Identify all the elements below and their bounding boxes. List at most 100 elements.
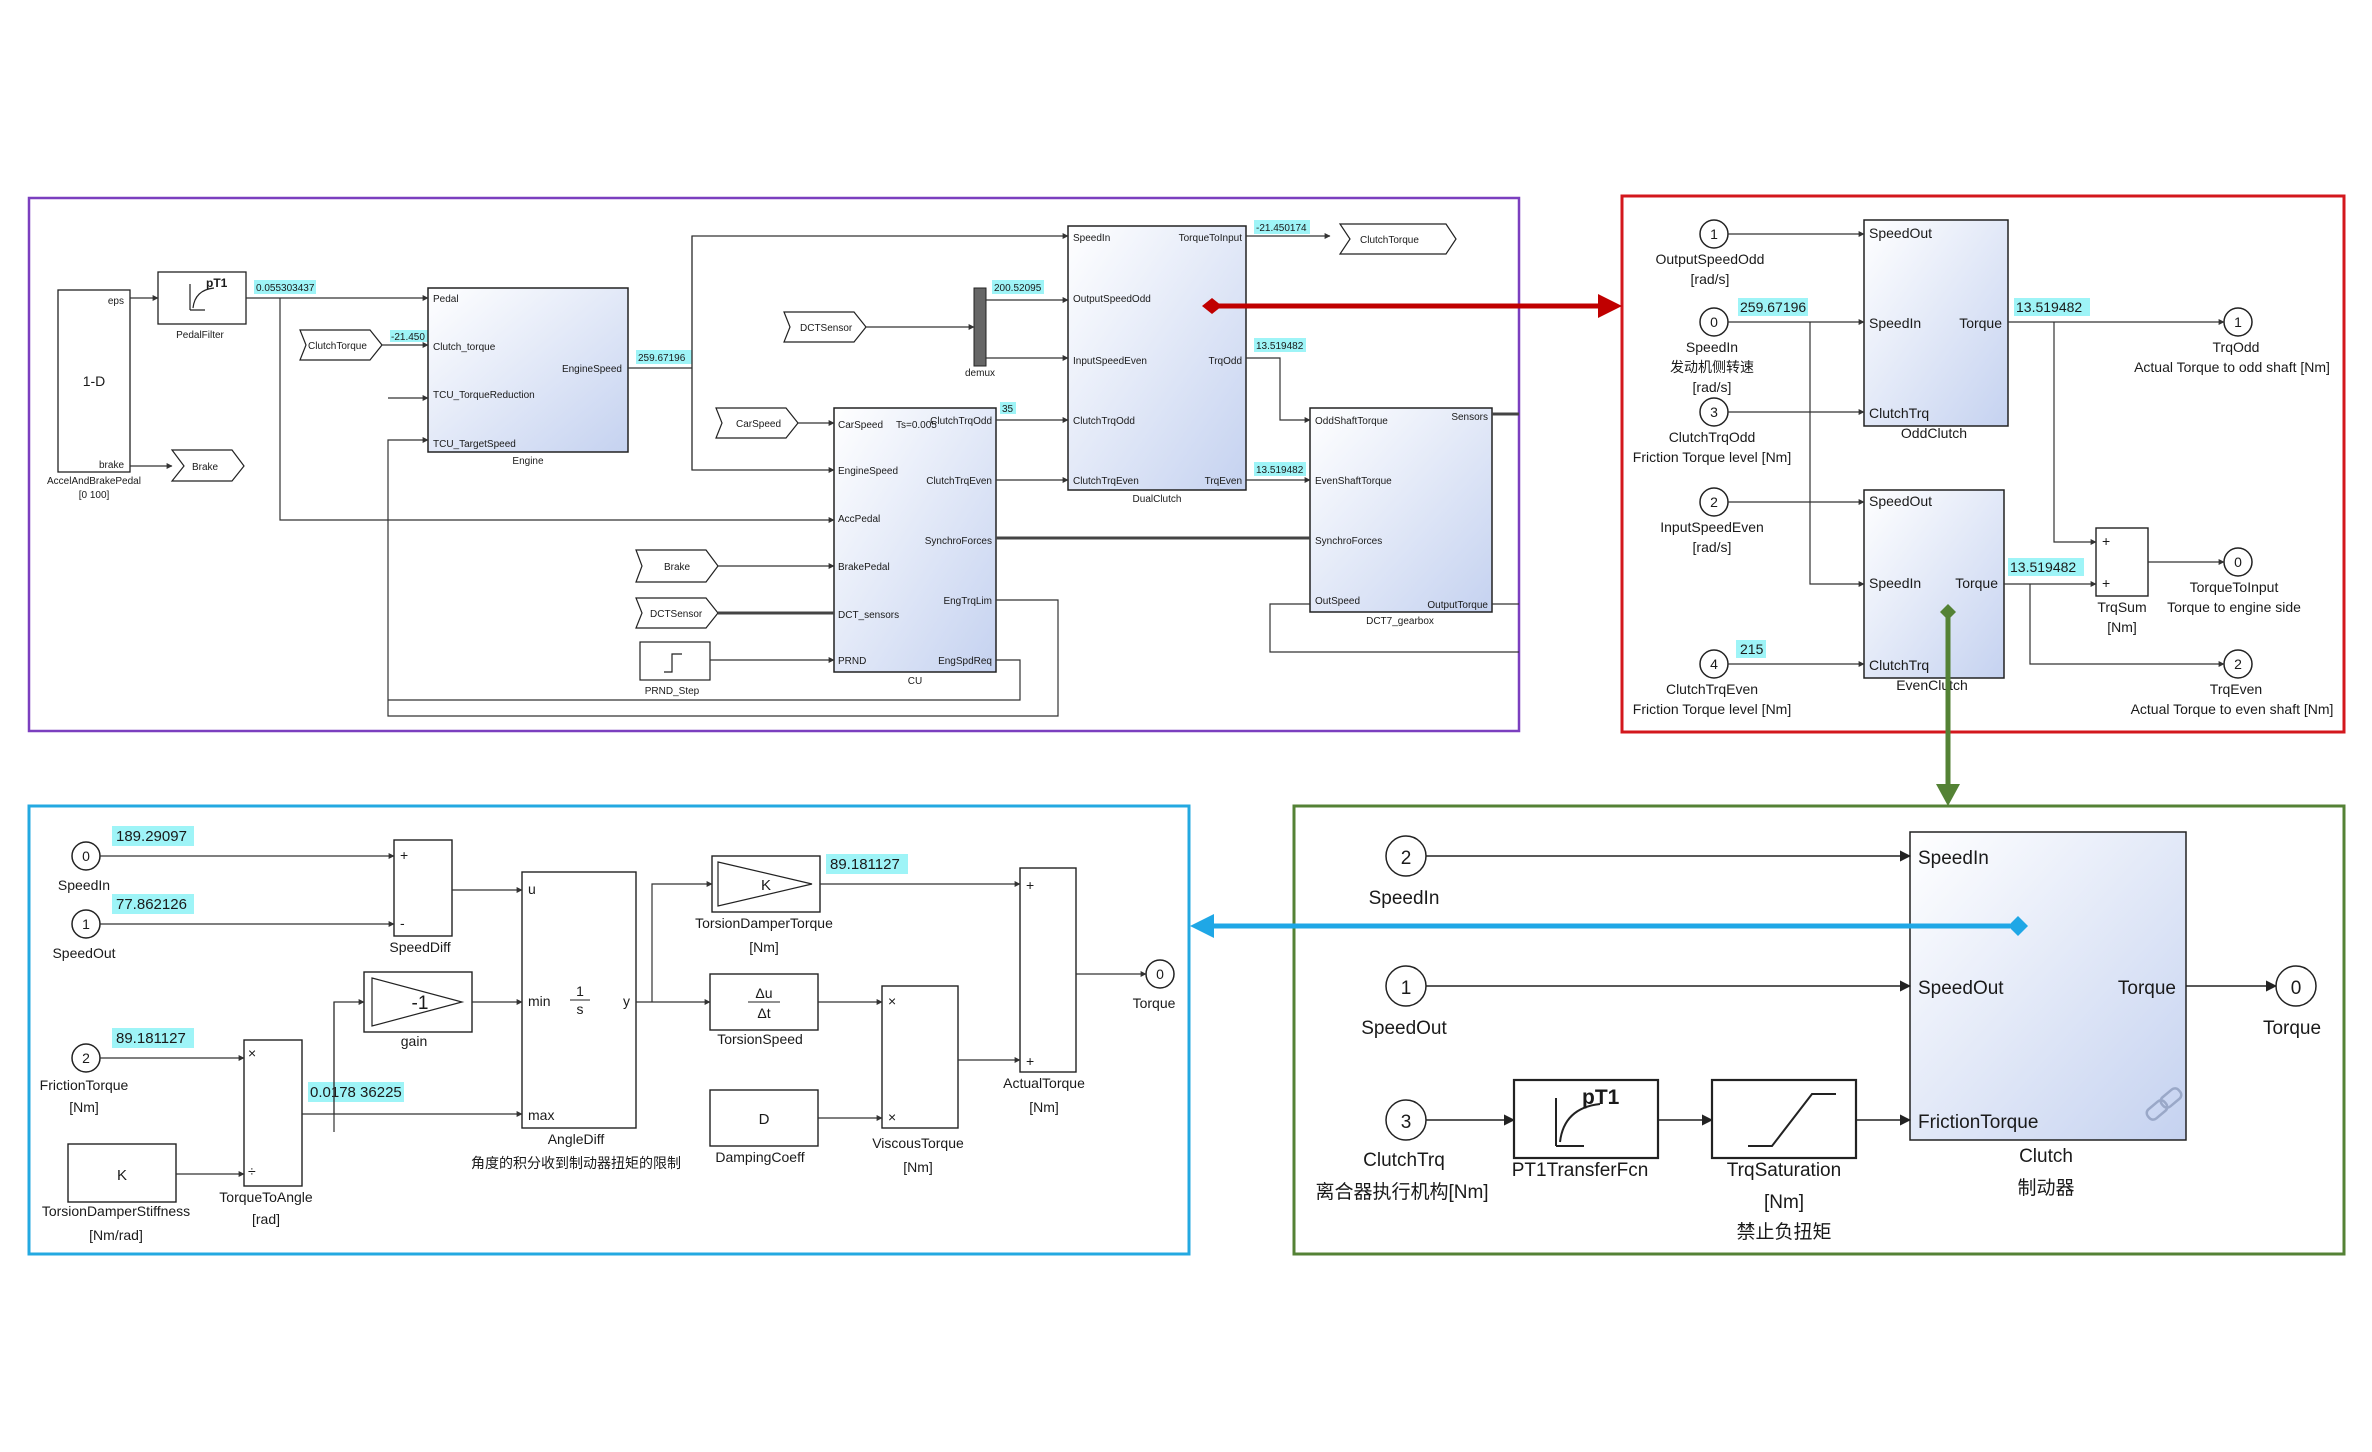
tcu-port-engine-speed: EngineSpeed	[838, 466, 898, 477]
speed-diff-block[interactable]: + - SpeedDiff	[389, 839, 453, 955]
top-speed-in-num: 2	[1401, 848, 1412, 869]
outspeed-odd-num: 1	[1710, 226, 1718, 242]
demux-block[interactable]	[973, 287, 987, 367]
integrator-den: s	[577, 1001, 584, 1017]
speed-in-num: 0	[1710, 314, 1718, 330]
saturation-unit: [Nm]	[1764, 1192, 1804, 1213]
pedal-filter-icon-text: pT1	[206, 276, 228, 290]
trq-even-label: TrqEven	[2210, 681, 2262, 697]
tcu-port-car-speed: CarSpeed	[838, 420, 883, 431]
inner-speed-in-display	[112, 826, 194, 846]
gearbox-port-out-speed: OutSpeed	[1315, 596, 1360, 607]
tcu-port-synchro-forces: SynchroForces	[925, 536, 992, 547]
tcu-port-clutch-trq-even: ClutchTrqEven	[926, 476, 992, 487]
clutch-torque-value: -21.450	[391, 332, 425, 343]
dct-sensor-from-tag[interactable]	[783, 311, 867, 343]
trq-sum-block[interactable]: + + TrqSum [Nm]	[2095, 527, 2149, 635]
gearbox-port-synchro-forces: SynchroForces	[1315, 536, 1382, 547]
trq-sum-name: TrqSum	[2097, 599, 2146, 615]
trq-sum-unit: [Nm]	[2107, 619, 2137, 635]
torsion-speed-block[interactable]: Δu Δt TorsionSpeed	[709, 973, 819, 1047]
clutch-torque-goto-tag[interactable]	[1338, 223, 1457, 255]
trq-odd-value: 13.519482	[1256, 341, 1304, 352]
friction-num: 2	[82, 1050, 90, 1066]
car-speed-from-tag[interactable]	[715, 407, 799, 439]
engine-model-panel: 1-D eps brake AccelAndBrakePedal [0 100]…	[27, 196, 1521, 733]
odd-clutch-block[interactable]: SpeedOut SpeedIn ClutchTrq Torque OddClu…	[1863, 219, 2009, 441]
demux-name: demux	[965, 368, 995, 379]
angle-diff-desc: 角度的积分收到制动器扭矩的限制	[471, 1155, 681, 1171]
clutch-trq-even-num: 4	[1710, 656, 1718, 672]
clutch-torque-from-tag[interactable]	[299, 329, 383, 361]
actual-torque-block[interactable]: + + ActualTorque [Nm]	[1003, 867, 1085, 1115]
torque-to-input-desc: Torque to engine side	[2167, 599, 2301, 615]
gain-block[interactable]: -1 gain	[363, 971, 473, 1049]
clutch-top-panel: 2 SpeedIn 1 SpeedOut 3 ClutchTrq 离合器执行机构…	[1292, 804, 2346, 1256]
gain-value: -1	[412, 993, 429, 1014]
damper-display	[826, 854, 908, 874]
inner-speed-out-value: 77.862126	[116, 896, 187, 913]
inner-out-label: Torque	[1133, 995, 1176, 1011]
pedal-lookup-name: AccelAndBrakePedal	[47, 476, 141, 487]
damping-coeff-block[interactable]: D DampingCoeff	[709, 1089, 819, 1165]
torque-to-angle-display	[308, 1082, 404, 1102]
pedal-eps-port: eps	[108, 296, 124, 307]
clutch-panel-frame	[1292, 804, 2346, 1256]
dct-sensor-from2-tag[interactable]	[635, 597, 719, 629]
blue-connector-diamond	[2008, 916, 2028, 936]
top-clutch-trq-label: ClutchTrq	[1363, 1150, 1445, 1171]
pt1-transfer-block[interactable]: pT1 PT1TransferFcn	[1512, 1078, 1660, 1181]
gearbox-port-odd-shaft: OddShaftTorque	[1315, 416, 1388, 427]
friction-display	[112, 1028, 194, 1048]
damper-gain-block[interactable]: K TorsionDamperTorque [Nm]	[695, 855, 833, 955]
pedal-lookup-block[interactable]: 1-D eps brake AccelAndBrakePedal [0 100]	[47, 289, 141, 501]
dual-clutch-block[interactable]: SpeedIn OutputSpeedOdd InputSpeedEven Cl…	[1067, 225, 1247, 505]
stiffness-const-name: TorsionDamperStiffness	[42, 1203, 190, 1219]
stiffness-const-unit: [Nm/rad]	[89, 1227, 143, 1243]
viscous-torque-block[interactable]: × × ViscousTorque [Nm]	[872, 985, 964, 1175]
actual-plus1: +	[1026, 877, 1034, 893]
even-clutch-block[interactable]: SpeedOut SpeedIn ClutchTrq Torque EvenCl…	[1863, 489, 2005, 693]
torque-to-angle-times: ×	[248, 1045, 256, 1061]
dual-panel-frame	[1620, 194, 2346, 734]
tcu-port-acc-pedal: AccPedal	[838, 514, 880, 525]
odd-port-torque: Torque	[1959, 315, 2002, 331]
engine-speed-value: 259.67196	[638, 353, 686, 364]
brake-goto-tag[interactable]	[170, 449, 245, 482]
angle-diff-integrator[interactable]: u min max y 1 s AngleDiff 角度的积分收到制动器扭矩的限…	[471, 871, 681, 1171]
inner-speed-in-label: SpeedIn	[58, 877, 110, 893]
torsion-speed-name: TorsionSpeed	[717, 1031, 803, 1047]
viscous-times1: ×	[888, 993, 896, 1009]
stiffness-const-block[interactable]: K TorsionDamperStiffness [Nm/rad]	[42, 1143, 190, 1243]
gearbox-block[interactable]: OddShaftTorque EvenShaftTorque SynchroFo…	[1309, 407, 1493, 627]
pt1-icon	[189, 284, 215, 311]
odd-clutch-name: OddClutch	[1901, 425, 1967, 441]
clutch-subsystem-block[interactable]: SpeedIn SpeedOut FrictionTorque Torque C…	[1909, 831, 2187, 1199]
brake-from-tag[interactable]	[635, 549, 719, 583]
pedal-filter-block[interactable]: pT1 PedalFilter	[157, 271, 247, 341]
engine-port-engine-speed: EngineSpeed	[562, 364, 622, 375]
trq-odd-num: 1	[2234, 314, 2242, 330]
clutch-trq-odd-num: 3	[1710, 404, 1718, 420]
trq-saturation-block[interactable]: TrqSaturation [Nm] 禁止负扭矩	[1710, 1078, 1858, 1243]
dual-clutch-panel: 1 OutputSpeedOdd [rad/s] 0 259.67196 Spe…	[1620, 194, 2346, 734]
tcu-block[interactable]: CarSpeed EngineSpeed AccPedal BrakePedal…	[833, 407, 997, 687]
engine-port-target-speed: TCU_TargetSpeed	[433, 439, 516, 450]
torque-to-angle-block[interactable]: × ÷ TorqueToAngle [rad]	[219, 1039, 313, 1227]
deriv-num: Δu	[755, 985, 772, 1001]
top-out-label: Torque	[2263, 1018, 2321, 1039]
odd-torque-value: 13.519482	[2016, 299, 2082, 315]
prnd-step-block[interactable]: PRND_Step	[639, 641, 711, 697]
tcu-display	[1000, 402, 1016, 414]
trq-sum-plus1: +	[2102, 533, 2110, 549]
pedal-filter-display	[254, 280, 316, 294]
damper-gain-value: K	[761, 877, 771, 894]
torque-to-input-num: 0	[2234, 554, 2242, 570]
dual-port-clutch-trq-odd: ClutchTrqOdd	[1073, 416, 1135, 427]
dual-panel-wires	[1728, 231, 2225, 667]
clutch-port-torque: Torque	[2118, 978, 2176, 999]
speed-diff-name: SpeedDiff	[389, 939, 450, 955]
deriv-den: Δt	[757, 1005, 770, 1021]
engine-block[interactable]: Pedal Clutch_torque TCU_TorqueReduction …	[427, 287, 629, 467]
